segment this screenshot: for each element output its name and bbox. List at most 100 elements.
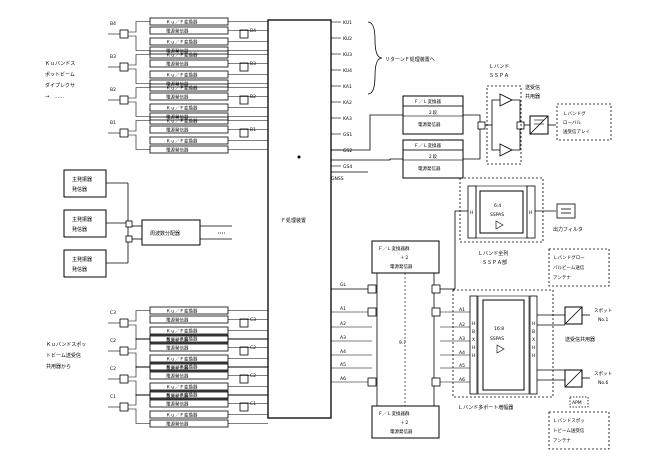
- ssp-h-right: H: [529, 210, 532, 216]
- ku-converter-label: 電源発信器: [166, 345, 189, 352]
- mp-top-label-c: 電源発信器: [390, 263, 413, 270]
- mp-letter-right: B: [532, 329, 535, 335]
- a-hybrid-left: [367, 307, 377, 317]
- ku-spot-dip-label-1: Ｋｕバンドス: [45, 61, 75, 67]
- gl-hybrid-left: [367, 284, 377, 294]
- bank-id-right: B3: [250, 61, 256, 67]
- bank-id-right: C2: [250, 345, 256, 351]
- port-ku1: KU1: [343, 20, 352, 26]
- port-a1: A1: [340, 306, 346, 312]
- bank-wire: [128, 408, 150, 424]
- f-processor: Ｆ処理装置: [267, 19, 332, 419]
- ssp-group-6-4-label: SSPAS: [490, 212, 504, 218]
- bank-id-left: C3: [110, 310, 116, 316]
- bank-wire: [128, 35, 150, 51]
- fl-conv1-label-a: Ｆ／Ｌ変換器: [414, 98, 441, 105]
- port-ku4: KU4: [343, 68, 352, 74]
- ku-converter-label: Ｋｕ／Ｆ変換器: [166, 356, 198, 363]
- ku-converter-label: 電源発信器: [166, 94, 189, 101]
- port-a3: A3: [340, 335, 346, 341]
- tx-rx-share-label-a: 送受信: [525, 84, 540, 91]
- ku-converter-box: [149, 343, 229, 352]
- ku-converter-label: Ｋｕ／Ｆ変換器: [166, 328, 198, 335]
- mp-letter-left: B: [472, 329, 475, 335]
- bank-wire: [128, 21, 150, 33]
- spot-antenna-wiring: [537, 314, 565, 381]
- ku-converter-box: [149, 399, 229, 408]
- port-gl: GL: [340, 282, 346, 288]
- ku-converter-label: Ｋｕ／Ｆ変換器: [166, 138, 198, 145]
- ku-converter-box: [149, 371, 229, 380]
- apm-label: APM: [572, 400, 582, 406]
- hybrid-left: [119, 62, 129, 72]
- spot-no1-a: スポット: [594, 307, 612, 314]
- hybrid-left: [119, 95, 129, 105]
- ku-spot-rx-label-3: 共用器から: [46, 363, 71, 370]
- lband-global-beam-antenna-box: Ｌバンドグロー バルビーム送信 アンテナ: [548, 248, 610, 287]
- ku-spot-rx-label-1: Ｋｕバンドスポッ: [46, 341, 86, 348]
- fl-converter-wiring: [331, 93, 556, 161]
- ku-converter-box: [149, 145, 229, 154]
- ku-converter-label: 電源発信器: [166, 393, 189, 400]
- lband-global-relay-a: Ｌバンドグ: [563, 110, 586, 117]
- oscillator-label-1b: 発信器: [72, 186, 87, 193]
- fl-conv1-label-c: 電源発信器: [418, 121, 441, 128]
- ku-converter-label: 電源発信器: [166, 337, 189, 344]
- frequency-divider: 周波数分配器: [141, 219, 201, 246]
- port-ka2: KA2: [343, 100, 352, 106]
- hybrid-right: [239, 318, 249, 328]
- bank-id-left: C1: [110, 394, 116, 400]
- fl-converter-upper-2: Ｆ／Ｌ変換器 ２段 電源発信器: [402, 139, 464, 179]
- mp-letter-left: H: [472, 345, 475, 351]
- fl-conv2-label-b: ２段: [428, 153, 437, 160]
- mp-letter-right: H: [532, 345, 535, 351]
- ssp-h-left: H: [470, 210, 473, 216]
- lband-spot-antenna-box: Ｌバンドスポッ トビーム送受信 アンテナ: [548, 411, 610, 450]
- lband-global-beam-c: アンテナ: [553, 275, 571, 281]
- hybrid-right: [239, 128, 249, 138]
- oscillator-label-2a: 主発振器: [72, 216, 92, 223]
- ku-converter-label: Ｋｕ／Ｆ変換器: [166, 384, 198, 391]
- lband-spot-antenna-c: アンテナ: [553, 438, 571, 444]
- ku-converter-label: 電源発信器: [166, 401, 189, 408]
- bank-id-right: B4: [250, 28, 256, 34]
- bank-wire: [128, 101, 150, 117]
- a-hybrid-right: [431, 377, 441, 387]
- oscillator-wiring: [106, 182, 232, 264]
- bank-id-right: C2: [250, 373, 256, 379]
- ssp-group-6-4: 6:4 SSPAS H H: [459, 177, 544, 243]
- fl-conv1-label-b: ２段: [428, 109, 437, 116]
- ssp-group-label-b: ＳＳＰＡ部: [482, 259, 507, 266]
- hybrid-right: [239, 29, 249, 39]
- port-gs4: GS4: [343, 164, 352, 170]
- main-oscillator-3: 主発振器 発信器: [63, 249, 107, 278]
- ku-converter-label: Ｋｕ／Ｆ変換器: [166, 52, 198, 59]
- ku-spot-dip-label-2: ポットビーム: [45, 71, 75, 78]
- a-hybrid-left: [367, 377, 377, 387]
- mp-letter-right: X: [532, 337, 535, 343]
- tx-rx-share-label-b: 共用器: [525, 93, 540, 100]
- port-a4: A4: [340, 349, 346, 355]
- hybrid-right: [239, 374, 249, 384]
- ku-spot-rx-label-2: トビーム送受信: [46, 352, 81, 359]
- port-a2: A2: [340, 321, 346, 327]
- lband-global-relay-c: 送受信アレイ: [563, 128, 590, 135]
- spot-no6-b: No.6: [598, 380, 608, 386]
- ku-converter-label: 電源発信器: [166, 61, 189, 68]
- hybrid-left: [119, 374, 129, 384]
- fl-converter-column: Ｆ／Ｌ変換器群 ＋２ 電源発信器 Ｆ／Ｌ変換器群 ＋２ 電源発信器 9.7: [371, 240, 440, 439]
- bank-wire: [128, 324, 150, 340]
- mp-input-a4: A4: [459, 350, 465, 356]
- bank-wire: [128, 54, 150, 66]
- port-a6: A6: [340, 376, 346, 382]
- mp-letter-left: H: [472, 353, 475, 359]
- multiport-amp-label: Ｌバンド多ポート増幅器: [458, 404, 513, 411]
- mp-bottom-label-b: ＋２: [400, 420, 409, 426]
- bank-wire: [128, 394, 150, 406]
